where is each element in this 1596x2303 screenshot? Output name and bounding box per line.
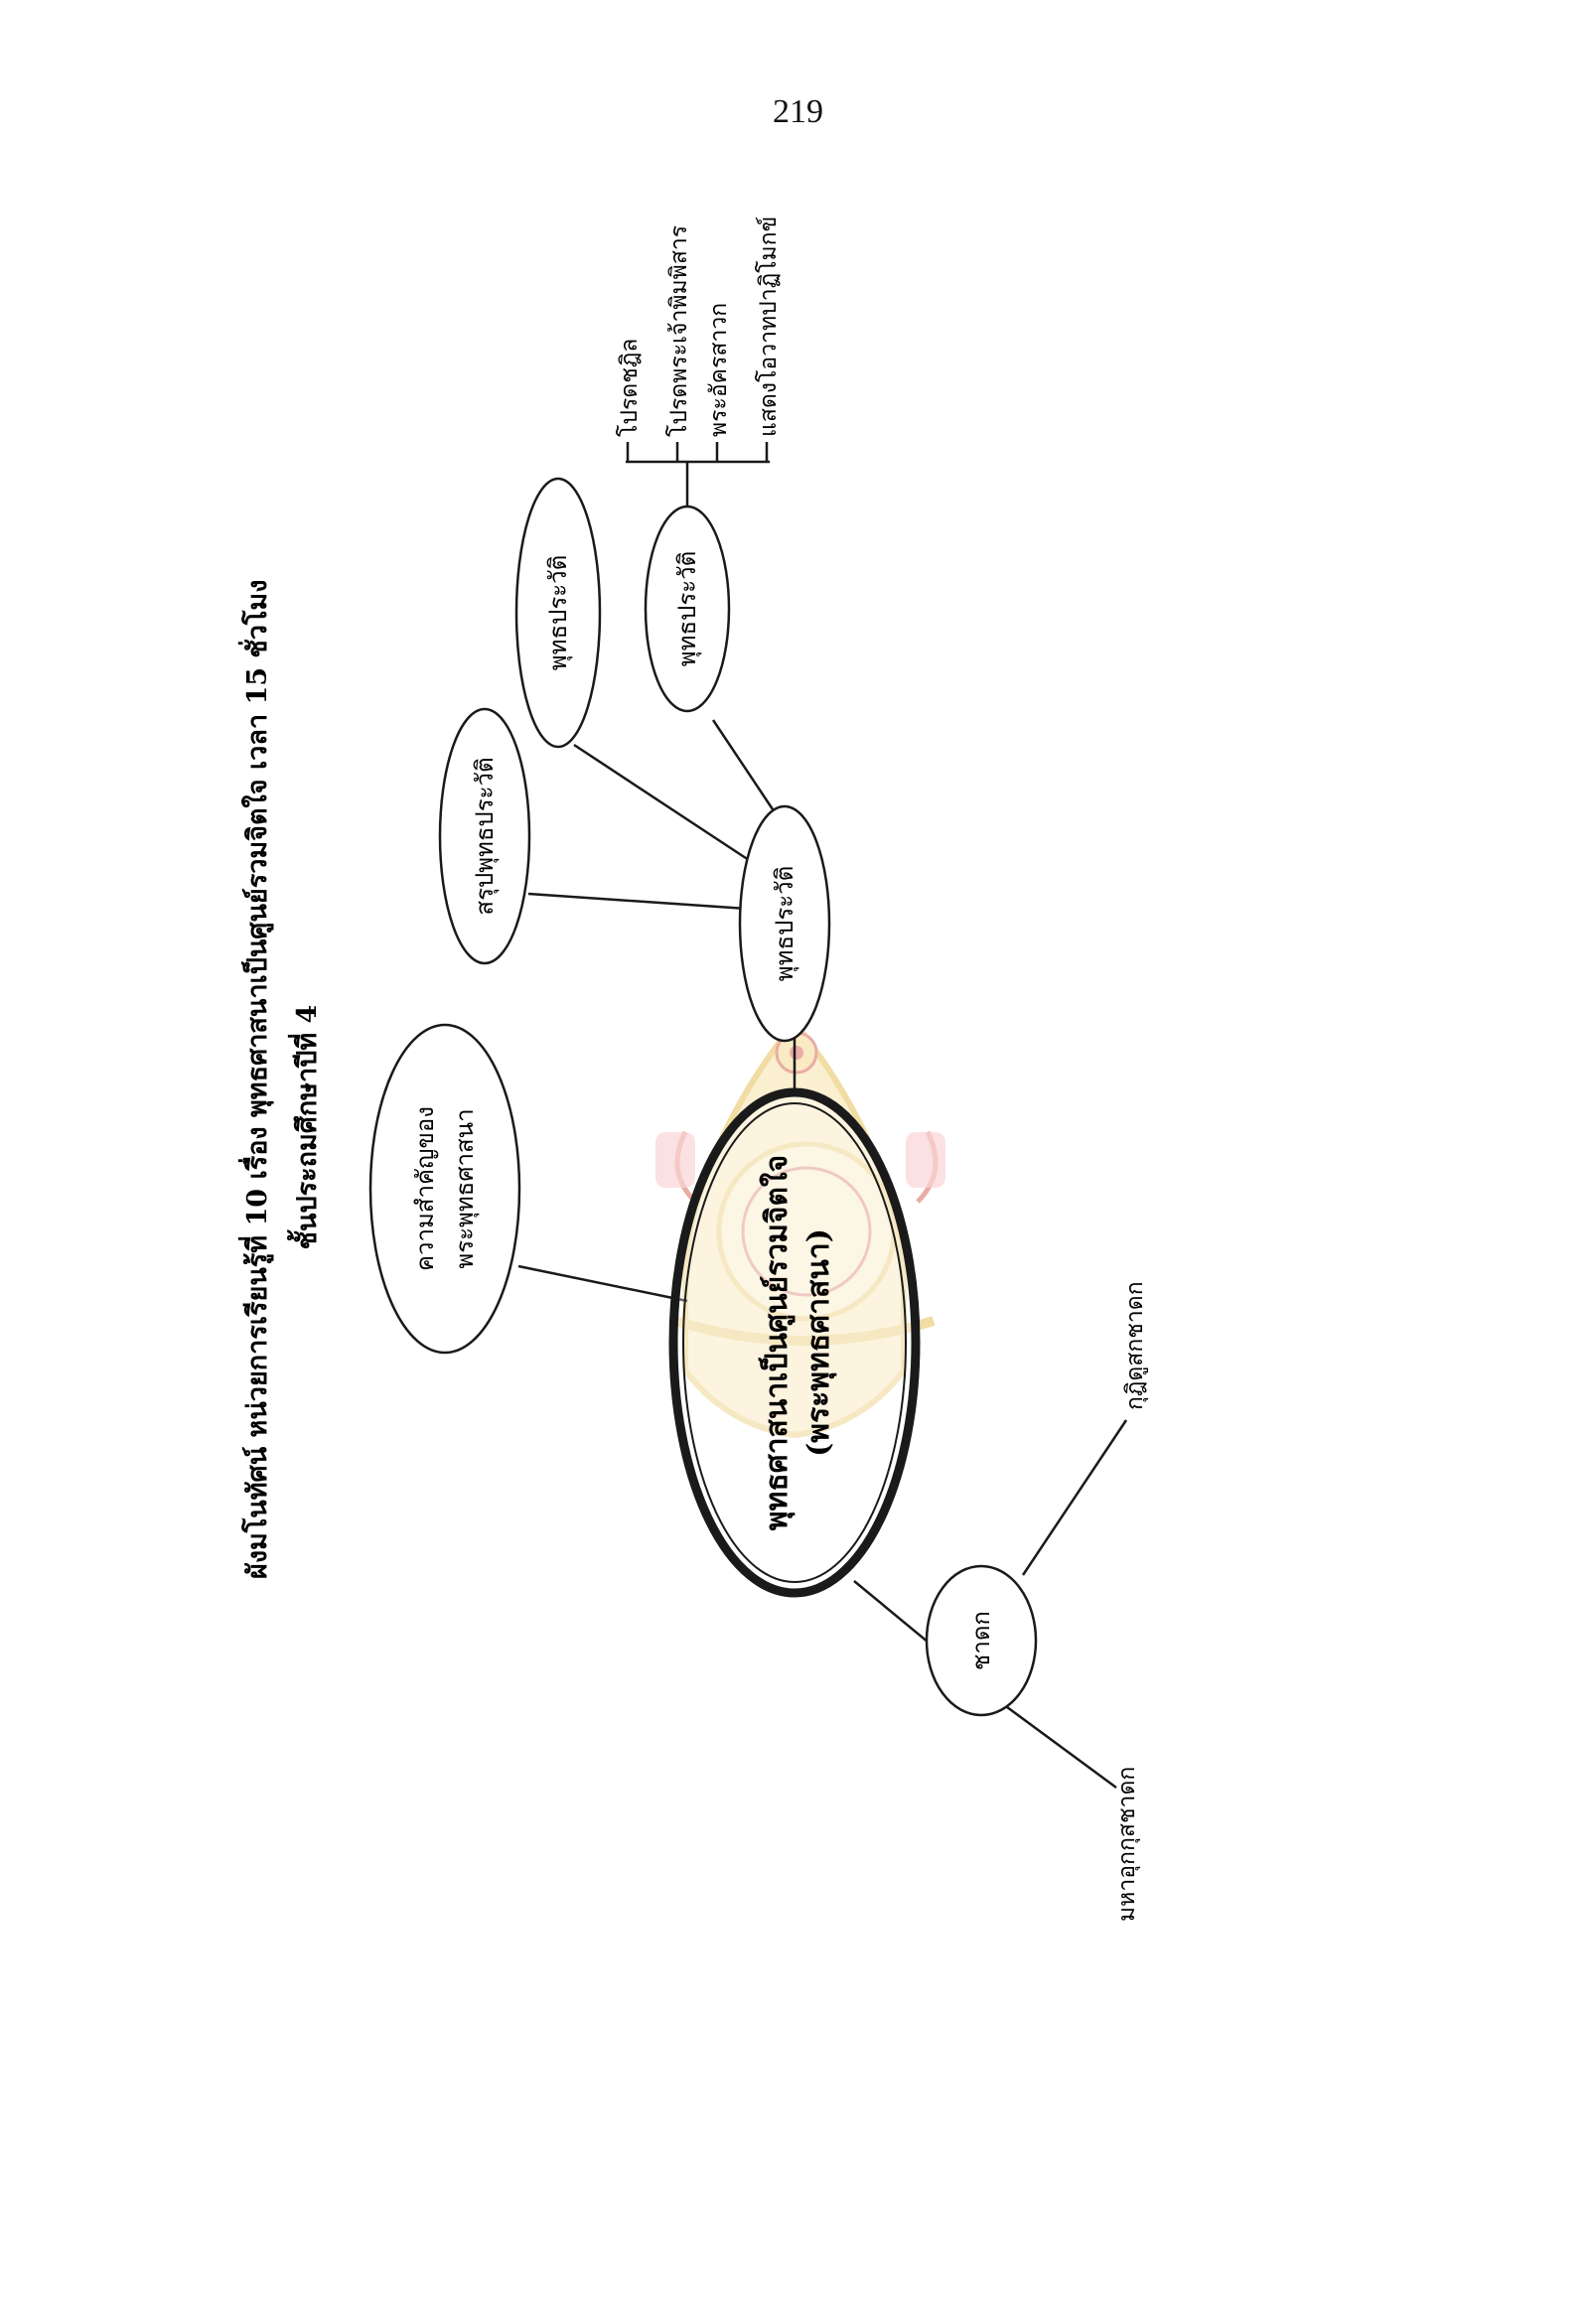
- history-node-b-label: พุทธประวัติ: [673, 551, 702, 666]
- importance-node: [368, 1023, 521, 1355]
- diagram-title-line2: ชั้นประถมศึกษาปีที่ 4: [286, 1005, 323, 1250]
- history-b-item-2: โปรดพระเจ้าพิมพิสาร: [665, 225, 692, 437]
- connector-central-importance: [517, 1264, 688, 1303]
- jataka-item-2: มหาอุกกุสชาดก: [1114, 1767, 1140, 1922]
- summary-node: [438, 707, 531, 965]
- history-b-item-1: โปรดชฎิล: [616, 339, 643, 437]
- connector-jataka-lower: [1002, 1702, 1117, 1790]
- connector-jataka-upper: [1021, 1419, 1128, 1576]
- connector-history-node-b: [711, 719, 775, 810]
- central-node-label-line2: (พระพุทธศาสนา): [801, 1228, 837, 1457]
- history-b-bracket: [626, 442, 770, 464]
- importance-node-label-line1: ความสำคัญของ: [411, 1106, 439, 1271]
- central-node-label-line1: พุทธศาสนาเป็นศูนย์รวมจิตใจ: [758, 1155, 796, 1530]
- page-number: 219: [773, 93, 823, 130]
- connector-history-node-a: [573, 743, 756, 866]
- central-node: [668, 1087, 921, 1598]
- connector-history-summary: [527, 892, 748, 911]
- history-node-a-label: พุทธประวัติ: [544, 555, 573, 670]
- summary-node-label: สรุปพุทธประวัติ: [471, 757, 500, 915]
- history-b-item-3: พระอัครสาวก: [706, 303, 732, 437]
- jataka-node-label: ชาดก: [967, 1611, 995, 1670]
- history-b-item-4: แสดงโอวาทปาฏิโมกข์: [755, 216, 782, 437]
- importance-node-label-line2: พระพุทธศาสนา: [451, 1108, 480, 1268]
- jataka-item-1: กุฎิดูสกชาดก: [1122, 1281, 1148, 1410]
- history-node-a: [514, 477, 602, 749]
- buddha-history-node: [738, 804, 831, 1043]
- buddha-history-node-label: พุทธประวัติ: [771, 866, 799, 981]
- jataka-node: [925, 1564, 1038, 1717]
- history-node-b: [644, 504, 731, 713]
- diagram-title-line1: ผังมโนทัศน์ หน่วยการเรียนรู้ที่ 10 เรื่อ…: [237, 580, 274, 1579]
